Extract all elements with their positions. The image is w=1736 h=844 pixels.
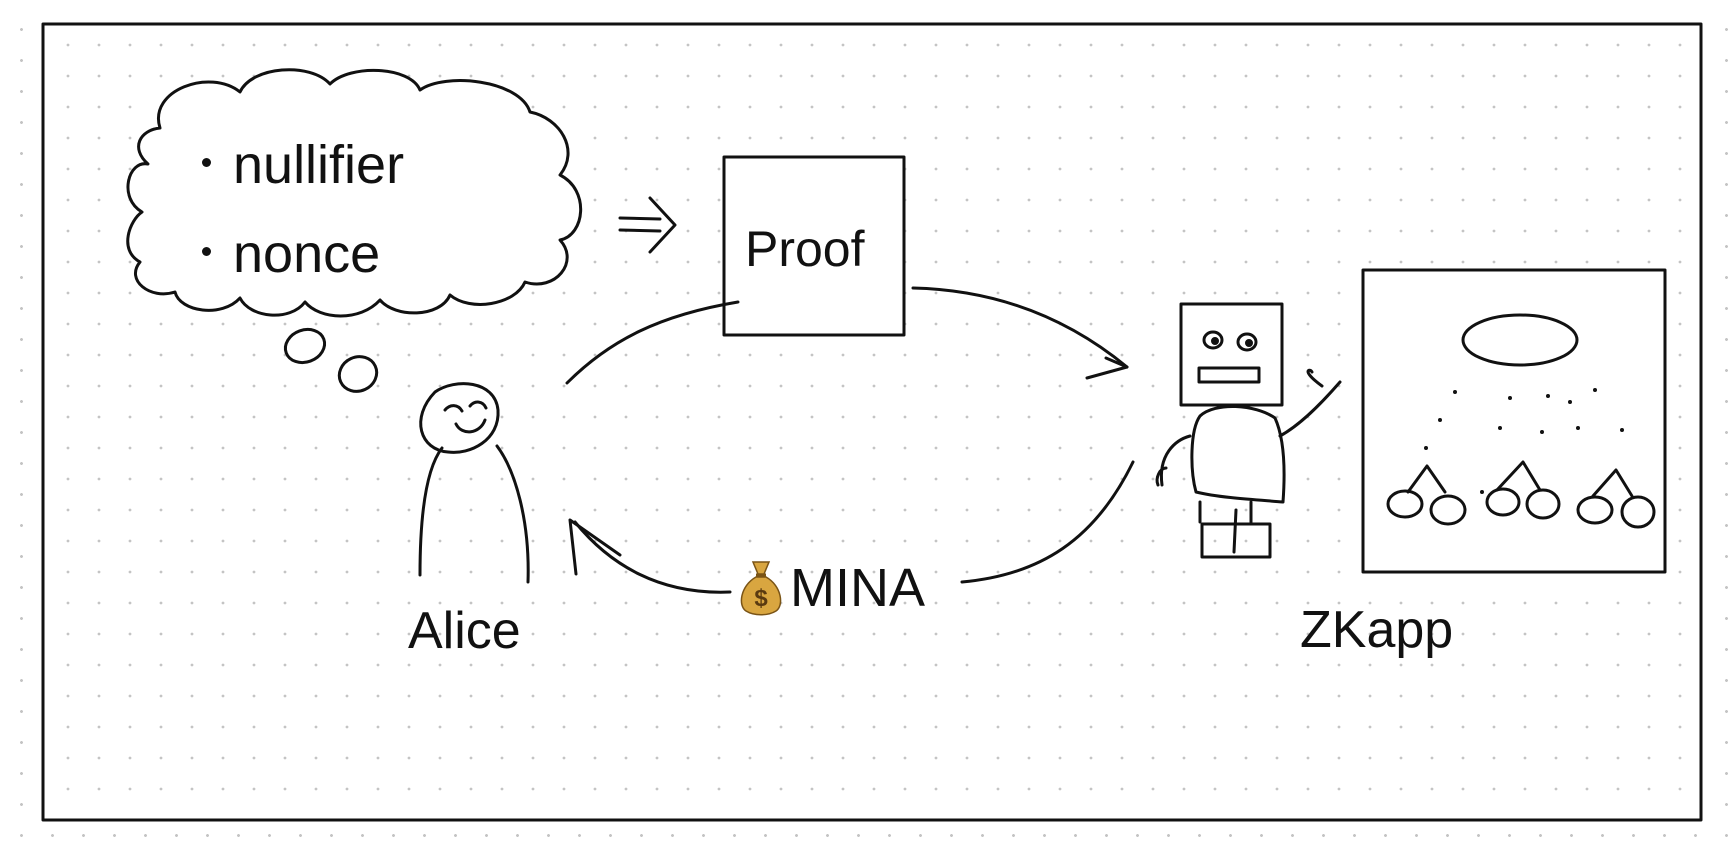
robot-icon bbox=[1155, 302, 1342, 559]
zkapp-label: ZKapp bbox=[1300, 601, 1454, 659]
arrow-proof-to-zkapp bbox=[911, 286, 1129, 369]
arrow-head-zkapp bbox=[1085, 356, 1129, 380]
proof-box bbox=[722, 155, 906, 337]
arrow-payment-to-alice bbox=[573, 520, 732, 594]
svg-text:$: $ bbox=[754, 585, 768, 612]
robot-head bbox=[1179, 302, 1284, 407]
bullet bbox=[202, 158, 211, 168]
zkapp-state-box bbox=[1361, 268, 1667, 574]
thought-item-label: nullifier bbox=[233, 135, 405, 195]
alice-label: Alice bbox=[408, 602, 521, 660]
thought-bubble-small bbox=[337, 355, 379, 393]
thought-item-label: nonce bbox=[233, 224, 381, 284]
thought-item-nonce: nonce bbox=[202, 227, 380, 281]
money-bag-icon: $ bbox=[740, 561, 782, 616]
arrow-head-alice bbox=[568, 518, 622, 576]
arrow-alice-to-proof bbox=[565, 300, 740, 385]
payment-label: MINA bbox=[790, 558, 925, 618]
bullet bbox=[202, 247, 211, 257]
proof-label: Proof bbox=[745, 221, 865, 277]
thought-item-nullifier: nullifier bbox=[202, 138, 404, 192]
arrow-zkapp-to-payment bbox=[960, 460, 1135, 584]
alice-figure bbox=[418, 382, 530, 584]
robot-body bbox=[1190, 405, 1286, 504]
thought-cloud bbox=[126, 68, 583, 318]
double-arrow-icon bbox=[618, 196, 677, 254]
thought-bubble-large bbox=[283, 327, 327, 365]
merkle-tree-icon bbox=[1386, 313, 1656, 529]
